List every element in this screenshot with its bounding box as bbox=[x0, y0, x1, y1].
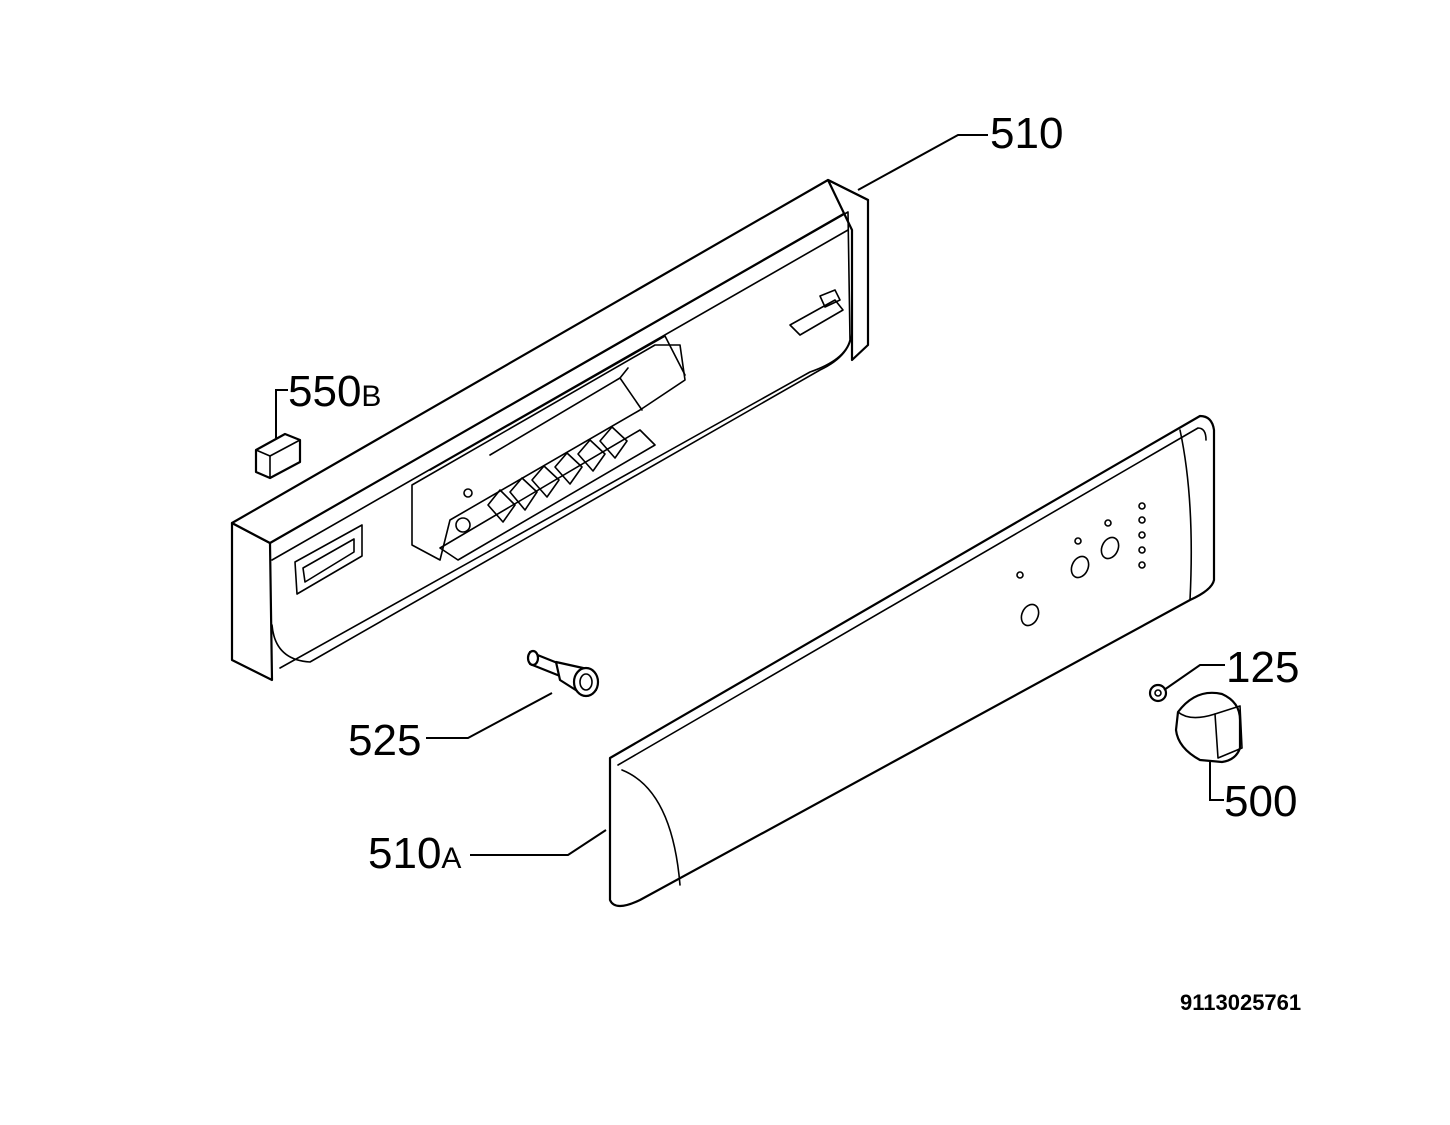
callout-550b: 550B bbox=[288, 367, 381, 416]
part-125-nut bbox=[1148, 683, 1168, 703]
document-number: 9113025761 bbox=[1180, 990, 1301, 1015]
part-525-push-pin bbox=[526, 649, 600, 698]
callout-510: 510 bbox=[990, 109, 1063, 158]
callout-500: 500 bbox=[1224, 777, 1297, 826]
callout-125: 125 bbox=[1226, 643, 1299, 692]
part-550b-small-block bbox=[254, 432, 302, 480]
callout-510a: 510A bbox=[368, 829, 461, 878]
part-500-knob bbox=[1174, 691, 1243, 764]
leader-lines bbox=[275, 134, 1225, 856]
callout-525: 525 bbox=[348, 716, 421, 765]
part-510a-front-fascia bbox=[608, 414, 1216, 908]
part-510-control-panel-housing bbox=[230, 178, 870, 682]
